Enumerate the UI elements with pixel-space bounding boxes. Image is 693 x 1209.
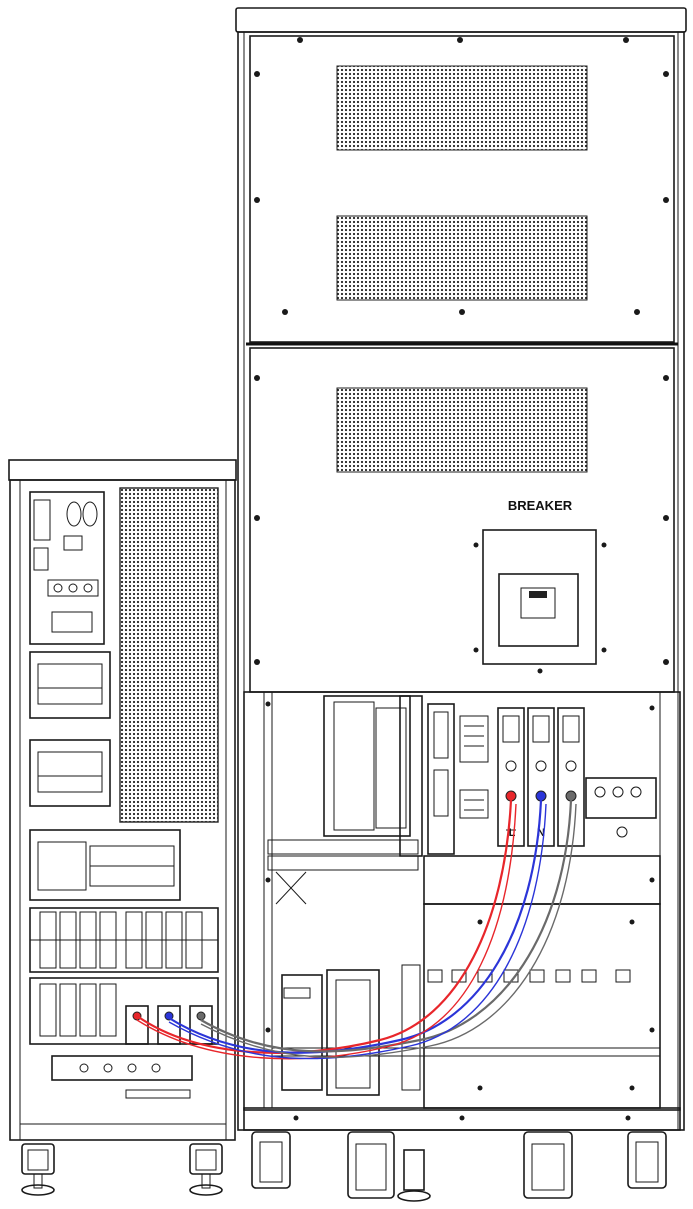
side-terminal-row-upper xyxy=(29,907,219,973)
side-cabinet-body xyxy=(9,479,236,1141)
upper-vent-grille-2 xyxy=(336,215,588,301)
cable-line xyxy=(136,799,513,1054)
side-terminal-row-lower xyxy=(29,977,219,1045)
lower-vent-grille xyxy=(336,387,588,473)
side-cabinet-top xyxy=(8,459,237,481)
main-cabinet-top-cap xyxy=(235,7,687,33)
side-module-1 xyxy=(29,651,111,719)
breaker-housing xyxy=(498,573,579,647)
interconnect-cables xyxy=(136,799,577,1060)
main-lower-interior xyxy=(243,691,681,1131)
breaker-label: BREAKER xyxy=(508,498,573,513)
breaker-plate xyxy=(482,529,597,665)
cable-line-lower xyxy=(136,803,517,1060)
cable-neutral-lower xyxy=(168,803,547,1060)
side-cabinet xyxy=(8,459,237,1196)
panel-screws xyxy=(254,37,669,674)
side-bottom-bar xyxy=(51,1055,193,1081)
lower-screws xyxy=(265,701,655,1121)
side-vent-grille xyxy=(119,487,219,823)
side-cabinet-casters xyxy=(21,1143,223,1196)
terminal-l-label: L xyxy=(509,827,516,839)
cable-neutral xyxy=(168,799,543,1054)
terminal-bars xyxy=(497,707,657,847)
side-module-2 xyxy=(29,739,111,807)
cable-ground-lower xyxy=(200,803,577,1058)
main-cabinet-casters xyxy=(251,1131,667,1202)
side-module-3 xyxy=(29,829,181,901)
terminal-n-label: N xyxy=(537,827,545,839)
upper-vent-grille-1 xyxy=(336,65,588,151)
side-control-board xyxy=(29,491,105,645)
breaker-window xyxy=(520,587,556,619)
upper-front-panel xyxy=(249,35,675,343)
breaker-toggle xyxy=(529,591,547,598)
cable-ground xyxy=(200,799,573,1053)
main-cabinet-body xyxy=(237,31,685,1131)
main-cabinet: BREAKER xyxy=(235,7,687,1202)
